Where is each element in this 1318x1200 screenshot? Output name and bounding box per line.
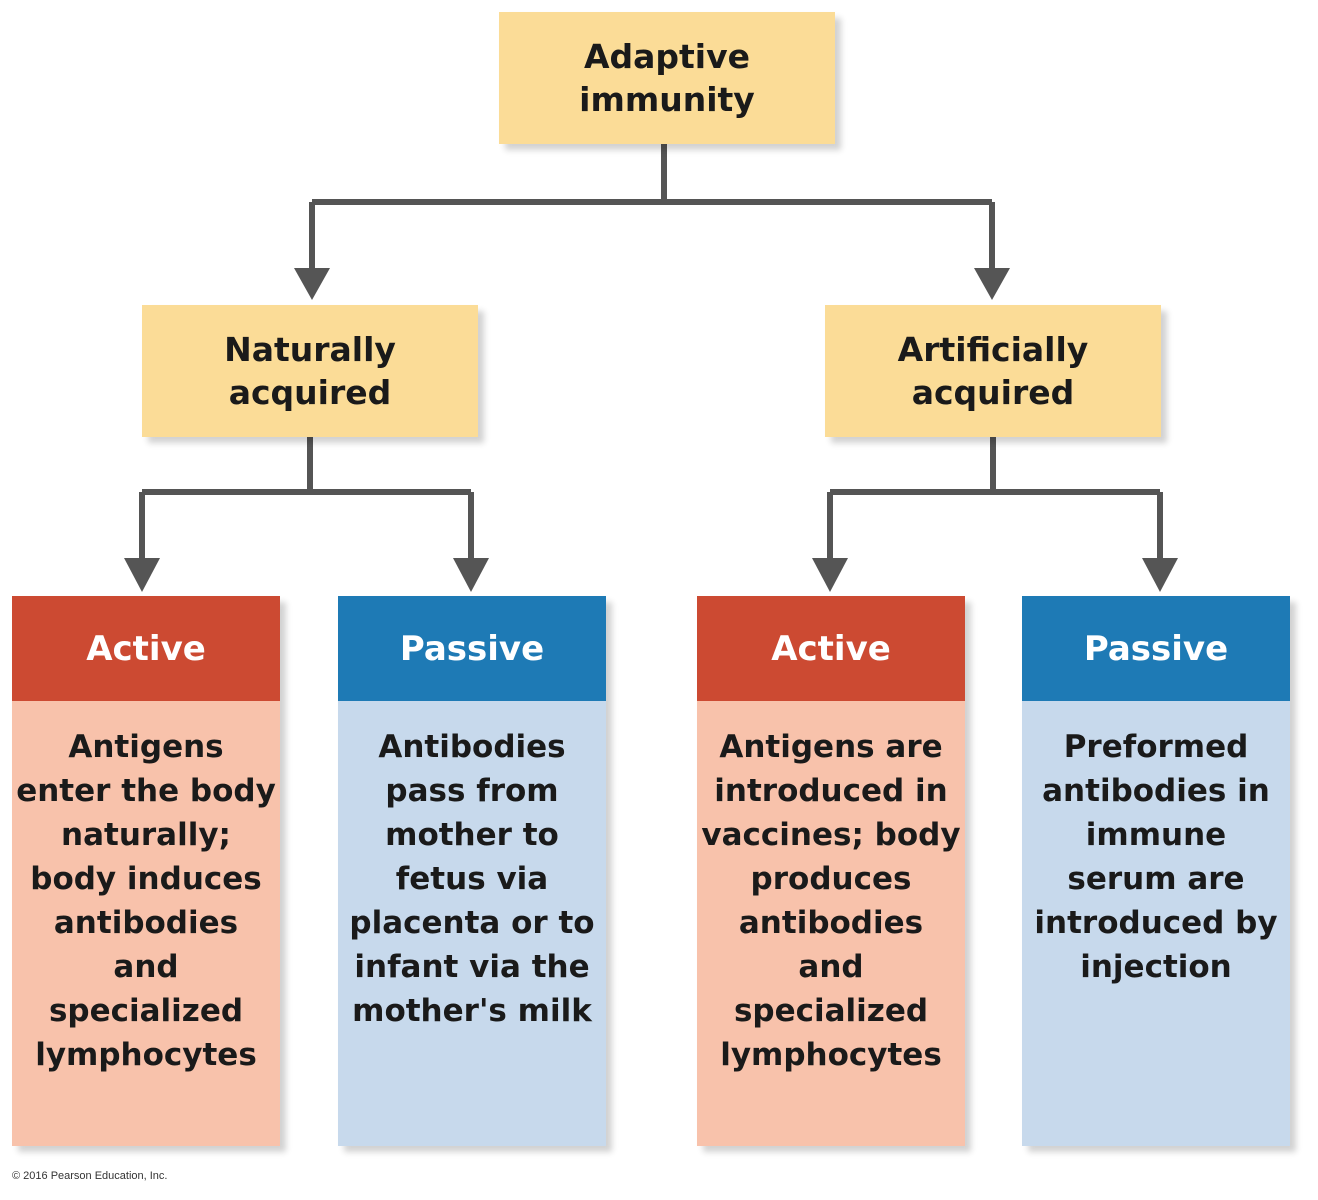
copyright-notice: © 2016 Pearson Education, Inc. bbox=[12, 1170, 168, 1182]
card-description: Antibodies pass from mother to fetus via… bbox=[338, 701, 606, 1146]
natural-line-2: acquired bbox=[228, 373, 392, 412]
card-header: Active bbox=[697, 596, 965, 701]
natural-line-1: Naturally bbox=[224, 330, 396, 369]
naturally-acquired-box: Naturally acquired bbox=[142, 305, 478, 437]
card-description: Preformed antibodies in immune serum are… bbox=[1022, 701, 1290, 1146]
natural-passive-card: Passive Antibodies pass from mother to f… bbox=[338, 596, 606, 1146]
artificial-active-card: Active Antigens are introduced in vaccin… bbox=[697, 596, 965, 1146]
arrowhead-artificially bbox=[974, 268, 1010, 300]
card-description: Antigens are introduced in vaccines; bod… bbox=[697, 701, 965, 1146]
artificial-passive-card: Passive Preformed antibodies in immune s… bbox=[1022, 596, 1290, 1146]
arrowhead-art-active bbox=[812, 558, 848, 592]
artificial-line-2: acquired bbox=[911, 373, 1075, 412]
arrowhead-nat-active bbox=[124, 558, 160, 592]
arrowhead-naturally bbox=[294, 268, 330, 300]
card-description: Antigens enter the body naturally; body … bbox=[12, 701, 280, 1146]
artificial-line-1: Artificially bbox=[897, 330, 1089, 369]
arrowhead-art-passive bbox=[1142, 558, 1178, 592]
adaptive-immunity-box: Adaptive immunity bbox=[499, 12, 835, 144]
arrowhead-nat-passive bbox=[453, 558, 489, 592]
card-header: Passive bbox=[338, 596, 606, 701]
artificially-acquired-box: Artificially acquired bbox=[825, 305, 1161, 437]
card-header: Passive bbox=[1022, 596, 1290, 701]
root-line-1: Adaptive bbox=[583, 37, 750, 76]
root-line-2: immunity bbox=[579, 80, 755, 119]
card-header: Active bbox=[12, 596, 280, 701]
natural-active-card: Active Antigens enter the body naturally… bbox=[12, 596, 280, 1146]
